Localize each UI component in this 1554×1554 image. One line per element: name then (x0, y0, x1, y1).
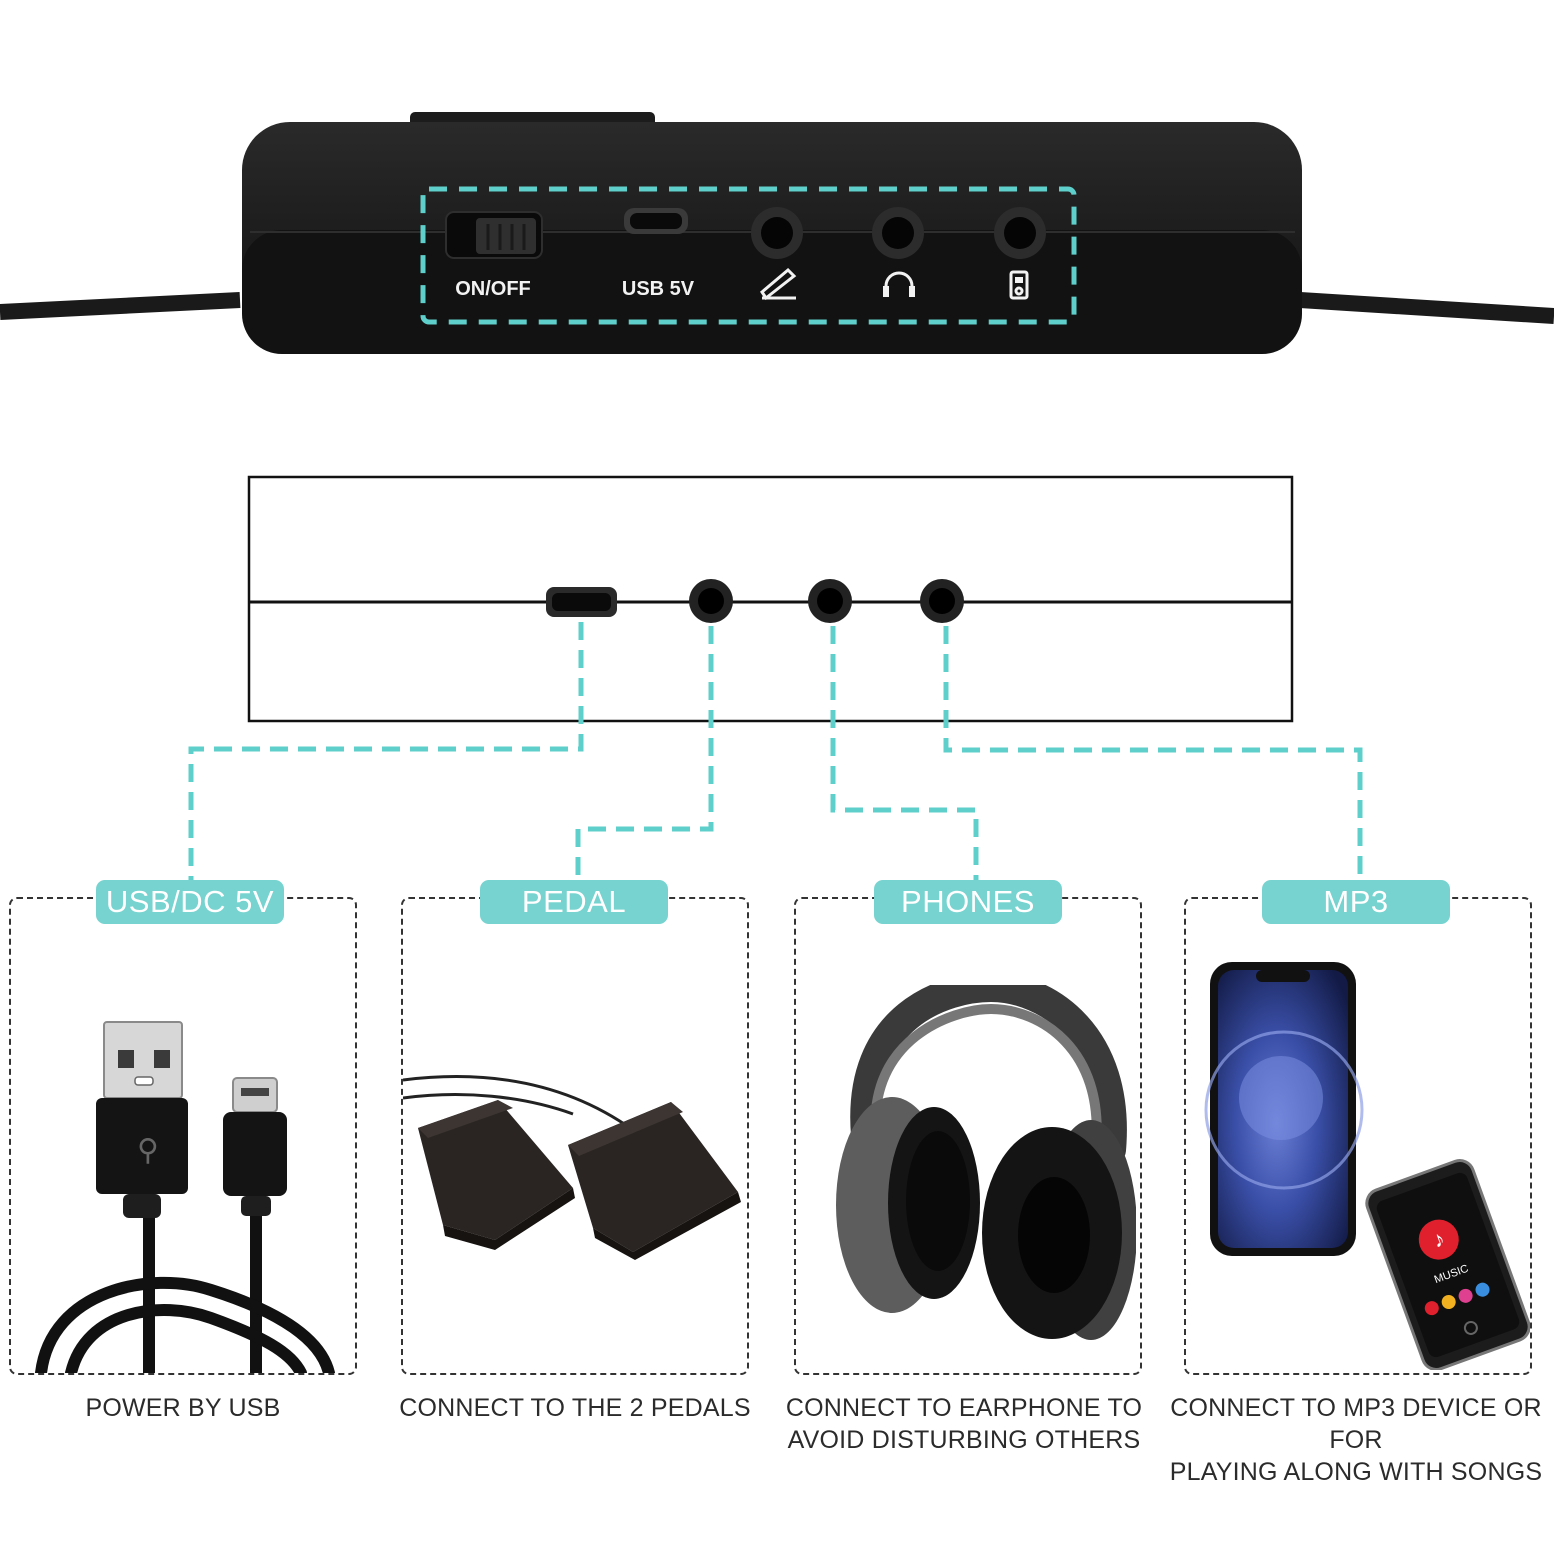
pedal-right (568, 1102, 741, 1260)
usb-connector-line (188, 622, 584, 880)
mp3-caption-line-1: CONNECT TO MP3 DEVICE OR FOR (1170, 1394, 1542, 1454)
pedal-icon (760, 267, 797, 301)
usb-a-housing (96, 1098, 188, 1194)
phones-caption-line-1: CONNECT TO EARPHONE TO (785, 1394, 1143, 1422)
right-cable (1299, 292, 1554, 324)
phones-caption: CONNECT TO EARPHONE TO AVOID DISTURBING … (770, 1392, 1158, 1456)
usb-badge: USB/DC 5V (96, 880, 284, 924)
left-earcup (836, 1097, 980, 1313)
phones-connector-line (830, 626, 979, 880)
switch-label: ON/OFF (455, 278, 531, 300)
port-highlight-outline (420, 186, 1077, 325)
mp3-devices-image: ♪ MUSIC (1204, 962, 1530, 1370)
schematic-outline (247, 475, 1294, 723)
pedal-caption-line-1: CONNECT TO THE 2 PEDALS (399, 1394, 751, 1422)
schematic-pedal-jack (689, 579, 733, 623)
mp3-caption: CONNECT TO MP3 DEVICE OR FOR PLAYING ALO… (1158, 1392, 1554, 1488)
mp3-connector-line (943, 626, 1363, 880)
left-cable (0, 292, 241, 320)
pedal-connector-line (575, 626, 714, 880)
micro-usb-housing (223, 1112, 287, 1196)
pedal-left (418, 1100, 575, 1250)
headphones-image (836, 985, 1136, 1340)
usb-caption-line-1: POWER BY USB (85, 1394, 281, 1422)
pedal-caption: CONNECT TO THE 2 PEDALS (390, 1392, 760, 1424)
mp3-jack (994, 207, 1046, 259)
mp3-player: ♪ MUSIC (1365, 1159, 1530, 1370)
pedal-badge: PEDAL (480, 880, 668, 924)
right-earcup (982, 1120, 1136, 1340)
mp3-player-icon (1009, 270, 1029, 300)
usb-label: USB 5V (622, 278, 695, 300)
usb-caption: POWER BY USB (0, 1392, 366, 1424)
schematic-mp3-jack (920, 579, 964, 623)
mp3-badge: MP3 (1262, 880, 1450, 924)
phones-badge: PHONES (874, 880, 1062, 924)
svg-text:⚲: ⚲ (137, 1134, 159, 1167)
usb-port (624, 208, 688, 234)
connection-schematic (188, 475, 1363, 880)
schematic-usb-port (546, 587, 617, 617)
pedals-image (403, 1075, 741, 1260)
phones-caption-line-2: AVOID DISTURBING OTHERS (787, 1426, 1141, 1454)
phones-jack (872, 207, 924, 259)
usb-cable-image: ⚲ (35, 1021, 335, 1373)
smartphone (1204, 962, 1364, 1256)
device-illustration: ON/OFF USB 5V (0, 112, 1554, 354)
power-switch (445, 211, 543, 259)
headband (850, 985, 1127, 1165)
pedal-jack (751, 207, 803, 259)
schematic-phones-jack (808, 579, 852, 623)
mp3-caption-line-2: PLAYING ALONG WITH SONGS (1169, 1458, 1543, 1486)
headphones-icon (883, 271, 915, 297)
usb-a-metal (103, 1021, 183, 1099)
